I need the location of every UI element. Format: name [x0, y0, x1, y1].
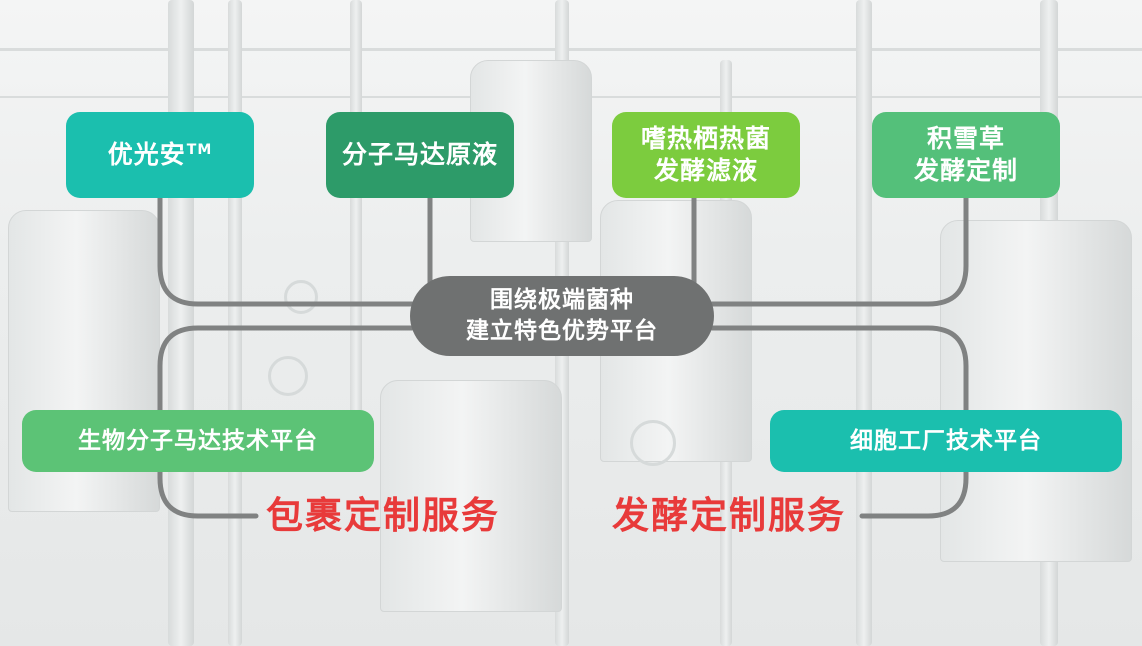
product-label-line1: 嗜热栖热菌	[640, 124, 771, 153]
product-box-molecular-motor-liquid: 分子马达原液	[326, 112, 514, 198]
product-label-line2: 发酵定制	[913, 156, 1018, 185]
connector-top-left	[157, 195, 415, 307]
product-label: 优光安TM	[108, 139, 213, 171]
bg-beam	[0, 48, 1142, 51]
platform-label: 生物分子马达技术平台	[78, 428, 318, 454]
product-name: 优光安	[107, 140, 186, 169]
platform-label: 细胞工厂技术平台	[850, 428, 1042, 454]
service-label-encapsulation: 包裹定制服务	[266, 494, 500, 537]
connector-top-right	[709, 195, 969, 307]
bg-tank	[380, 380, 562, 612]
product-label: 分子马达原液	[341, 140, 498, 169]
bg-valve-wheel	[268, 356, 308, 396]
center-hub-line2: 建立特色优势平台	[466, 318, 658, 344]
bg-tank	[940, 220, 1132, 562]
product-label-line1: 积雪草	[926, 124, 1005, 153]
product-box-youguangan: 优光安TM	[66, 112, 254, 198]
service-label-fermentation: 发酵定制服务	[612, 494, 846, 537]
platform-box-cell-factory: 细胞工厂技术平台	[770, 410, 1122, 472]
bg-valve-wheel	[284, 280, 318, 314]
center-hub-line1: 围绕极端菌种	[490, 287, 634, 313]
bg-valve-wheel	[630, 420, 676, 466]
product-box-centella-fermentation: 积雪草 发酵定制	[872, 112, 1060, 198]
product-label-line2: 发酵滤液	[653, 156, 758, 185]
center-hub: 围绕极端菌种 建立特色优势平台	[410, 276, 714, 356]
bg-pipe	[168, 0, 194, 646]
trademark-mark: TM	[186, 141, 213, 158]
bg-pipe	[856, 0, 872, 646]
platform-box-molecular-motor: 生物分子马达技术平台	[22, 410, 374, 472]
product-box-thermus-filtrate: 嗜热栖热菌 发酵滤液	[612, 112, 800, 198]
